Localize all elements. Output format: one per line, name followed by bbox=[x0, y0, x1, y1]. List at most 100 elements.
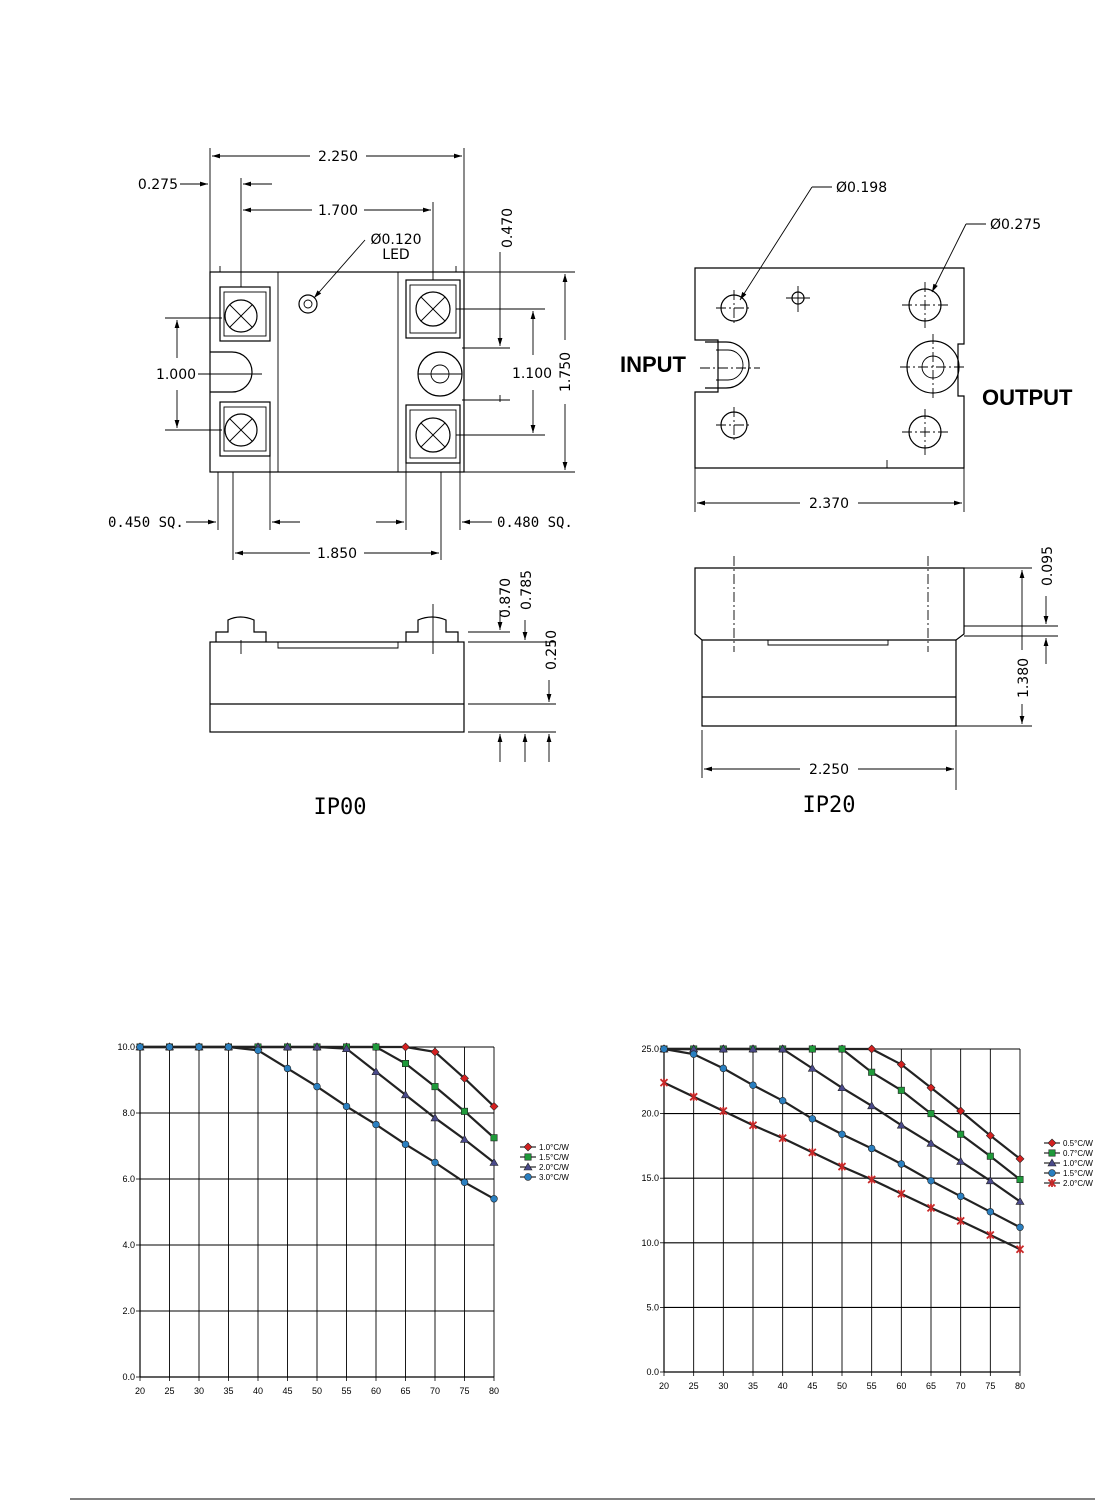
legend-marker bbox=[1047, 1138, 1057, 1148]
data-point bbox=[986, 1152, 994, 1160]
data-point bbox=[926, 1138, 936, 1147]
x-tick-label: 20 bbox=[659, 1381, 669, 1391]
legend-marker bbox=[523, 1162, 533, 1171]
dim-right-sq: 0.480 SQ. bbox=[497, 515, 573, 531]
legend-label: 1.0°C/W bbox=[539, 1143, 569, 1152]
data-point bbox=[926, 1203, 936, 1213]
label-input: INPUT bbox=[620, 352, 687, 377]
data-point bbox=[431, 1083, 439, 1091]
led-hole bbox=[298, 294, 318, 314]
data-point bbox=[897, 1160, 906, 1168]
data-point bbox=[136, 1043, 144, 1051]
data-point bbox=[460, 1107, 468, 1115]
caption-ip20: IP20 bbox=[803, 793, 856, 818]
data-point bbox=[460, 1073, 469, 1083]
dim-side-top: 0.095 bbox=[1040, 546, 1056, 586]
dim-left-offset: 0.275 bbox=[138, 177, 178, 193]
data-point bbox=[719, 1064, 728, 1073]
data-point bbox=[430, 1113, 440, 1122]
data-point bbox=[1015, 1196, 1025, 1205]
ip20-side-view bbox=[694, 567, 965, 727]
legend-label: 1.0°C/W bbox=[1063, 1159, 1093, 1168]
data-point bbox=[165, 1043, 174, 1051]
data-point bbox=[778, 1044, 788, 1053]
data-point bbox=[957, 1130, 965, 1138]
y-tick-label: 8.0 bbox=[122, 1108, 135, 1118]
data-point bbox=[1016, 1223, 1024, 1231]
data-point bbox=[926, 1083, 936, 1093]
data-point bbox=[1015, 1245, 1025, 1254]
y-tick-label: 2.0 bbox=[122, 1306, 135, 1316]
data-point bbox=[808, 1115, 817, 1123]
x-tick-label: 55 bbox=[867, 1381, 877, 1391]
dim-inner-spacing: 1.100 bbox=[512, 366, 552, 382]
x-tick-label: 65 bbox=[400, 1386, 410, 1396]
data-point bbox=[986, 1208, 995, 1216]
data-point bbox=[401, 1060, 409, 1068]
data-point bbox=[838, 1130, 846, 1138]
data-point bbox=[400, 1090, 411, 1099]
data-point bbox=[927, 1177, 935, 1185]
terminal-screw-top-left bbox=[219, 286, 271, 342]
mounting-slot bbox=[210, 351, 253, 393]
dim-height: 1.750 bbox=[558, 352, 574, 392]
x-tick-label: 55 bbox=[341, 1386, 351, 1396]
dim-left-spacing: 1.000 bbox=[156, 367, 196, 383]
dim-width-bottom: 2.250 bbox=[809, 762, 849, 778]
legend-label: 2.0°C/W bbox=[539, 1163, 569, 1172]
data-point bbox=[897, 1086, 905, 1094]
data-point bbox=[837, 1162, 847, 1171]
x-tick-label: 45 bbox=[807, 1381, 817, 1391]
y-tick-label: 10.0 bbox=[117, 1042, 135, 1052]
data-point bbox=[719, 1106, 728, 1116]
data-point bbox=[489, 1101, 499, 1111]
data-point bbox=[430, 1047, 440, 1057]
label-output: OUTPUT bbox=[982, 385, 1073, 410]
data-point bbox=[195, 1043, 203, 1051]
data-point bbox=[956, 1192, 965, 1200]
legend-marker bbox=[1048, 1149, 1056, 1157]
x-tick-label: 75 bbox=[459, 1386, 469, 1396]
data-point bbox=[956, 1156, 966, 1165]
dim-h2: 0.785 bbox=[519, 570, 535, 610]
dim-top-offset: 0.470 bbox=[500, 208, 516, 248]
x-tick-label: 60 bbox=[371, 1386, 381, 1396]
y-tick-label: 25.0 bbox=[641, 1044, 659, 1054]
data-point bbox=[956, 1106, 966, 1116]
data-point bbox=[660, 1045, 668, 1053]
dim-h3: 0.250 bbox=[544, 630, 560, 670]
y-tick-label: 20.0 bbox=[641, 1109, 659, 1119]
x-tick-label: 50 bbox=[312, 1386, 322, 1396]
data-point bbox=[867, 1144, 876, 1153]
data-point bbox=[401, 1140, 410, 1149]
data-point bbox=[689, 1092, 698, 1101]
dim-overall-width: 2.250 bbox=[318, 149, 358, 165]
data-point bbox=[283, 1064, 292, 1073]
legend-label: 2.0°C/W bbox=[1063, 1179, 1093, 1188]
x-tick-label: 80 bbox=[1015, 1381, 1025, 1391]
data-point bbox=[837, 1083, 847, 1092]
ip20-drawing: Ø0.198 Ø0.275 INPUT OUTPUT 2.370 1.380 0… bbox=[620, 180, 1073, 818]
data-point bbox=[342, 1102, 351, 1111]
dim-left-sq: 0.450 SQ. bbox=[108, 515, 184, 531]
dim-side-height: 1.380 bbox=[1016, 658, 1032, 698]
data-point bbox=[659, 1078, 669, 1087]
legend-label: 1.5°C/W bbox=[539, 1153, 569, 1162]
data-point bbox=[282, 1042, 293, 1051]
x-tick-label: 70 bbox=[430, 1386, 440, 1396]
x-tick-label: 35 bbox=[223, 1386, 233, 1396]
legend-marker bbox=[523, 1142, 533, 1152]
data-point bbox=[490, 1134, 498, 1142]
y-tick-label: 0.0 bbox=[646, 1367, 659, 1377]
data-point bbox=[897, 1189, 906, 1198]
legend-label: 0.5°C/W bbox=[1063, 1139, 1093, 1148]
data-point bbox=[896, 1060, 906, 1069]
x-tick-label: 35 bbox=[748, 1381, 758, 1391]
y-tick-label: 10.0 bbox=[641, 1238, 659, 1248]
y-tick-label: 5.0 bbox=[646, 1302, 659, 1312]
terminal-screw-bottom-right bbox=[405, 404, 461, 464]
ip20-holes bbox=[716, 282, 966, 455]
y-tick-label: 15.0 bbox=[641, 1173, 659, 1183]
data-point bbox=[985, 1176, 995, 1185]
